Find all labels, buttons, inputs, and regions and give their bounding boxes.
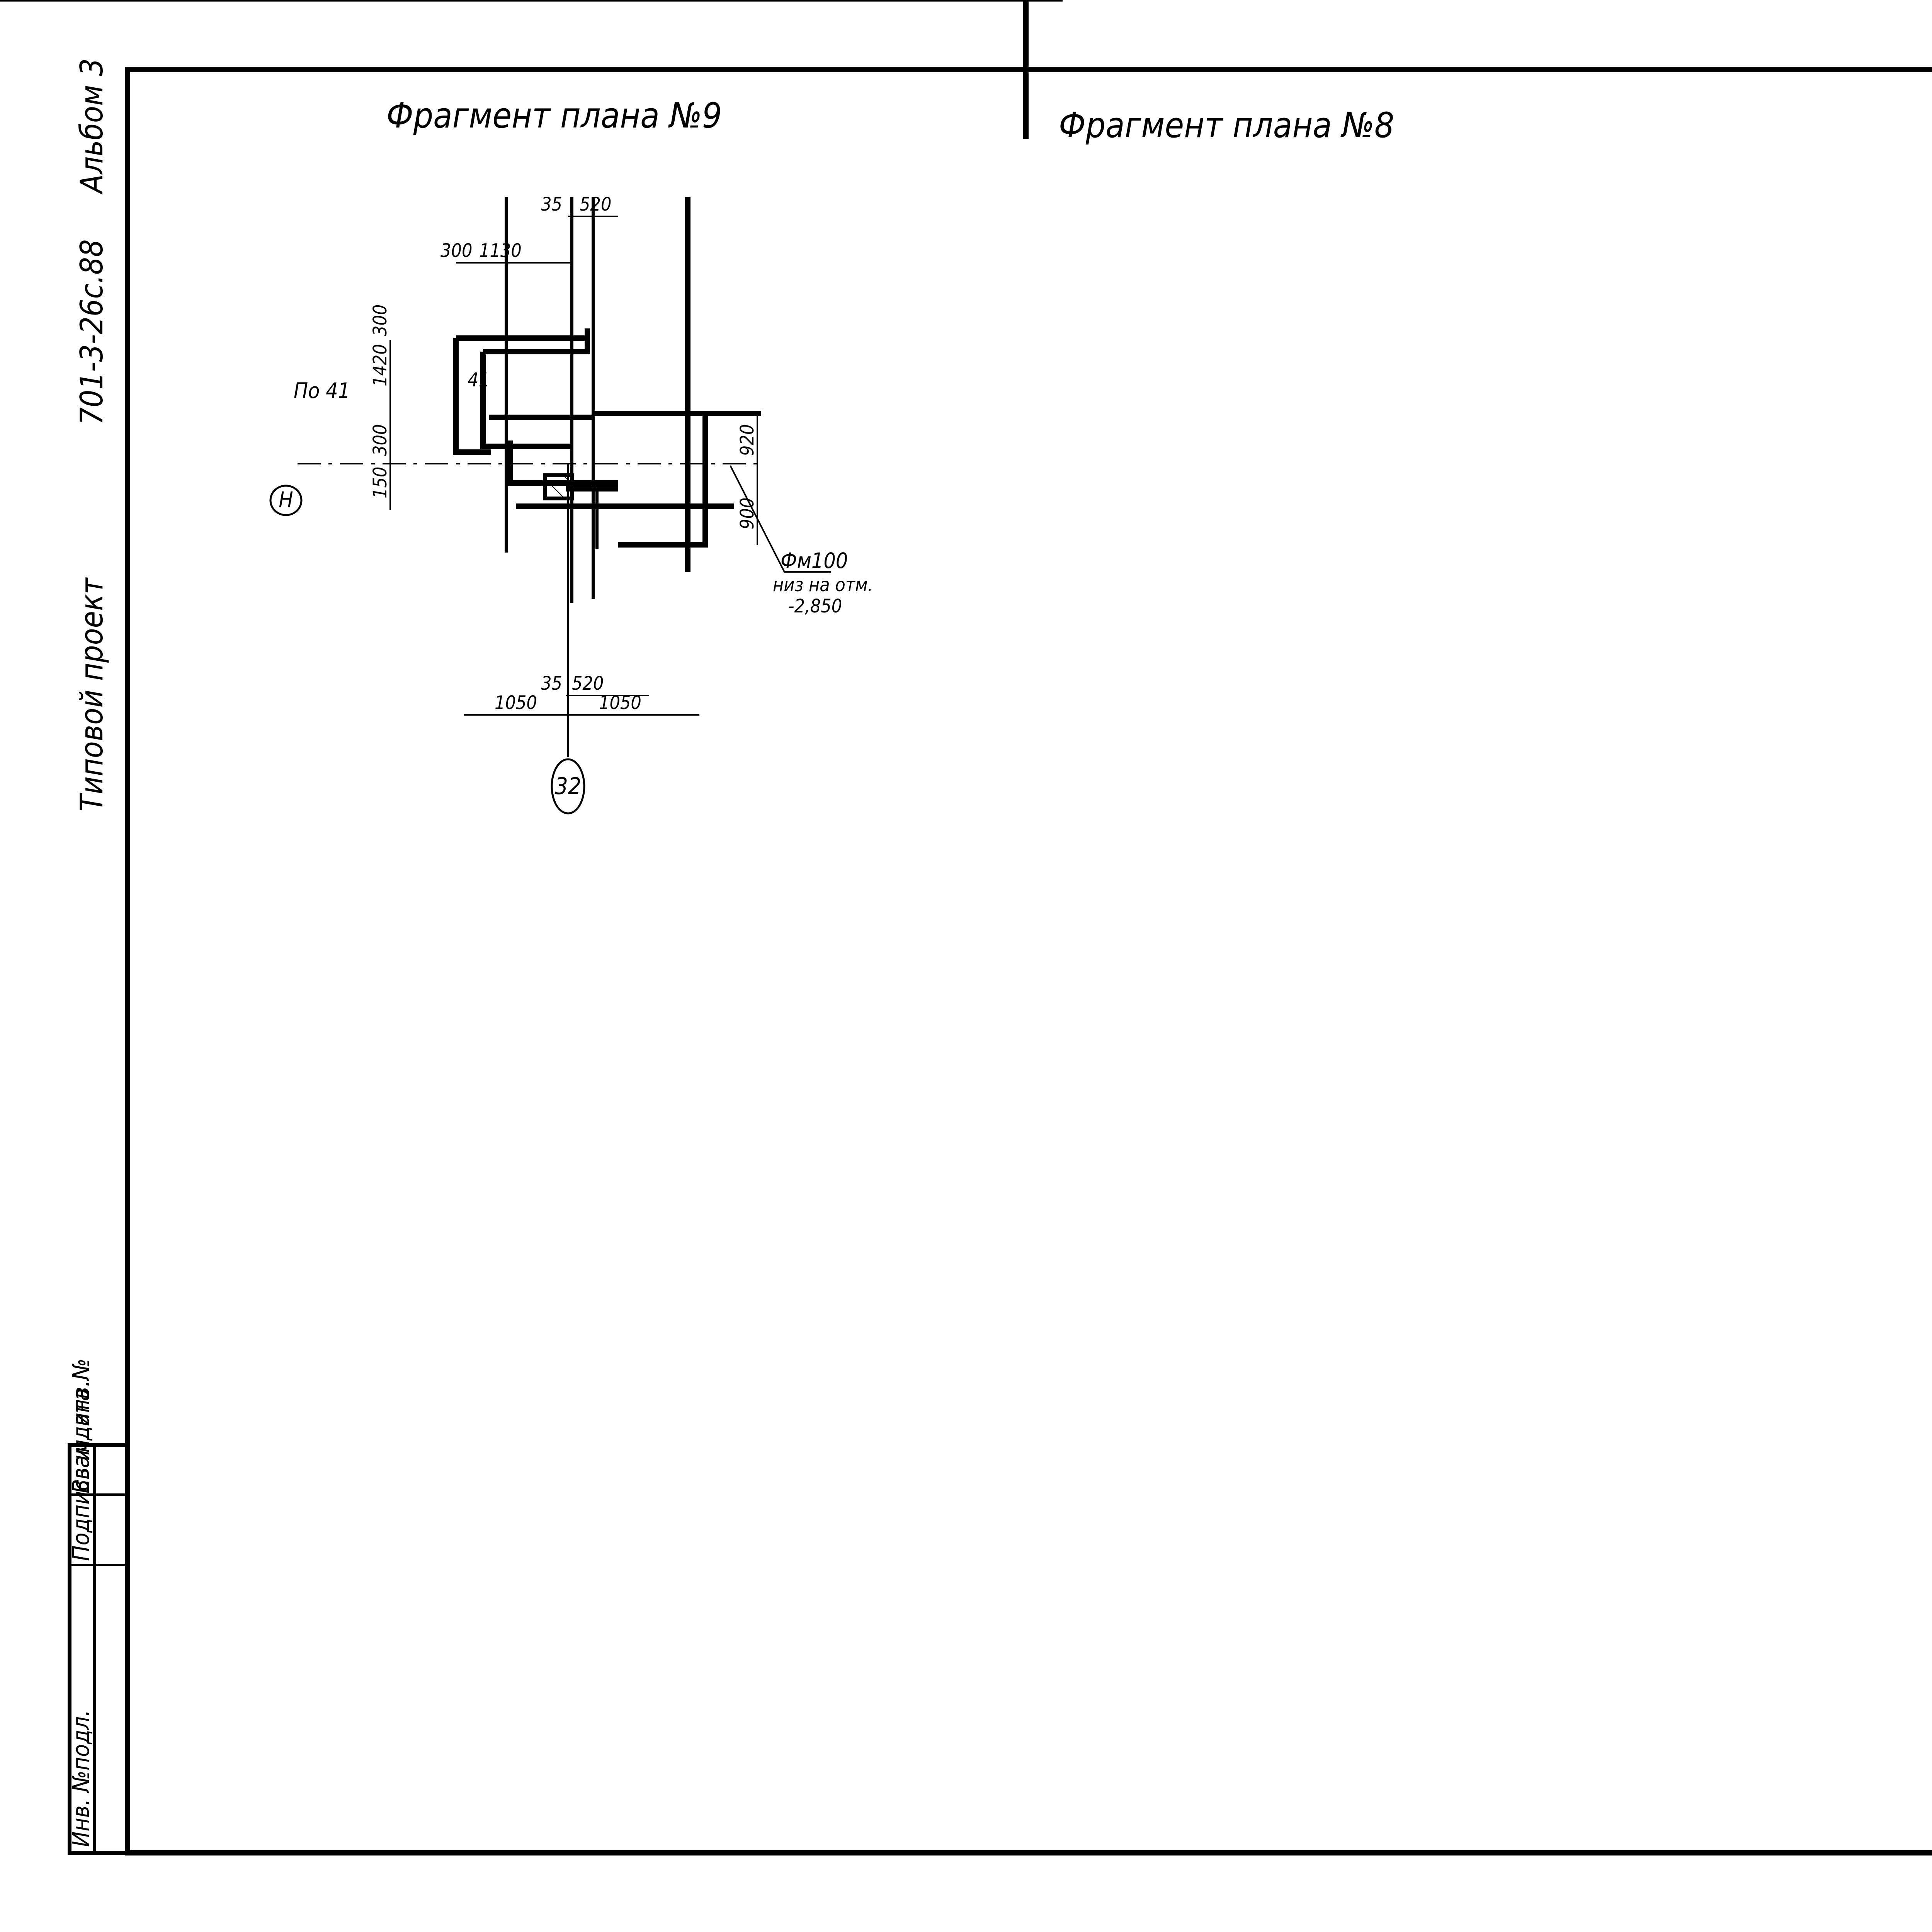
- f9-dim-1130-top: 1130: [479, 240, 522, 262]
- f9-dim-920-right: 920: [736, 424, 758, 456]
- f9-dim-35-top: 35: [541, 194, 562, 215]
- f9-dim-150-left: 150: [369, 467, 391, 498]
- f9-callout-mark: Фм100: [781, 548, 848, 573]
- stamp-replace-inv: Взам. инв.№: [68, 1359, 95, 1493]
- f9-dim-1050-right: 1050: [599, 692, 641, 714]
- f9-dim-300-left: 300: [369, 304, 391, 336]
- f9-dim-300-top: 300: [440, 240, 472, 262]
- fragment-9-title: Фрагмент плана №9: [386, 95, 722, 136]
- f9-callout-line2: -2,850: [788, 595, 842, 617]
- f9-dim-300-left-2: 300: [369, 424, 391, 456]
- fragment-9: Фрагмент плана №9 35 520 300 1130 300 14…: [269, 95, 873, 815]
- f9-dim-1420-left: 1420: [369, 344, 391, 386]
- f9-callout-line1: низ на отм.: [773, 574, 873, 596]
- side-label-album: Альбом 3: [74, 58, 110, 195]
- svg-text:Н: Н: [279, 487, 293, 512]
- f9-dim-520-top: 520: [580, 194, 611, 215]
- side-labels: Альбом 3 701-3-26с.88 Типовой проект: [74, 58, 110, 811]
- f9-dim-900-right: 900: [736, 498, 758, 529]
- svg-text:32: 32: [555, 773, 582, 800]
- fragment-8-title: Фрагмент плана №8: [1059, 105, 1394, 146]
- f9-dim-520-bottom: 520: [572, 673, 604, 694]
- axis-marker-h: Н: [269, 485, 303, 516]
- left-stamp: Инв. №подл. Подпись и дата Взам. инв.№: [68, 1359, 129, 1855]
- side-label-project: Типовой проект: [74, 577, 110, 811]
- f9-section-ref: По 41: [294, 378, 350, 403]
- sheet-frame: [125, 67, 1932, 1855]
- f9-dim-35-bottom: 35: [541, 673, 562, 694]
- axis-marker-32: 32: [551, 758, 585, 815]
- fragment-8: Фрагмент плана №8: [0, 0, 1394, 146]
- f9-section-mark: 41: [468, 369, 490, 391]
- stamp-inv-no: Инв. №подл.: [68, 1710, 95, 1847]
- stamp-sign-date: Подпись и дата: [68, 1388, 95, 1561]
- side-label-code: 701-3-26с.88: [74, 239, 110, 425]
- f9-dim-1050-left: 1050: [495, 692, 537, 714]
